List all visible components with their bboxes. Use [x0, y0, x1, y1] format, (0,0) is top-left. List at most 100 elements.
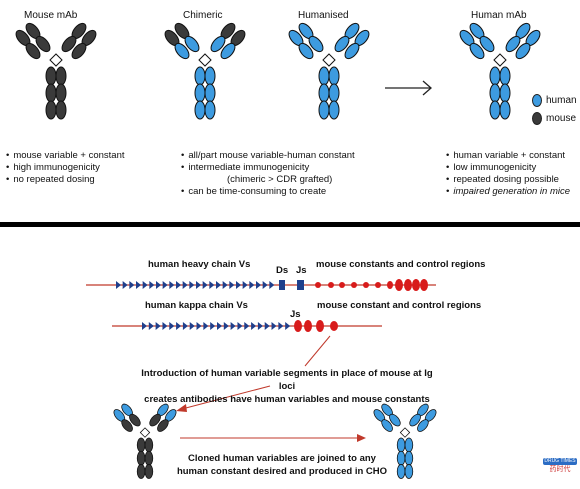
d-segment	[279, 280, 285, 290]
constant-region	[330, 321, 338, 331]
v-segment	[136, 281, 141, 289]
fc-domain	[136, 450, 146, 466]
v-segment	[223, 322, 229, 330]
fc-domain	[55, 100, 67, 120]
list-item: impaired generation in mice	[446, 186, 570, 198]
v-segment	[182, 281, 188, 289]
list-item: repeated dosing possible	[446, 174, 570, 186]
v-segment	[182, 322, 188, 330]
heavy-chain-constant	[505, 35, 521, 53]
v-segment	[222, 281, 228, 289]
list-item-sub: (chimeric > CDR grafted)	[227, 174, 333, 185]
light-chain-constant	[344, 42, 360, 60]
heavy-chain-constant	[61, 35, 77, 53]
antibody-hybrid-icon	[113, 403, 177, 479]
title-chimeric: Chimeric	[183, 10, 223, 21]
heavy-chain-constant	[184, 35, 200, 53]
fc-domain	[396, 464, 406, 479]
v-segment	[189, 322, 195, 330]
list-item: mouse variable + constant	[6, 150, 124, 162]
cloned-caption: Cloned human variables are joined to any…	[172, 452, 392, 478]
v-segment	[142, 281, 148, 289]
constant-region	[404, 279, 412, 291]
heavy-chain-label: human heavy chain Vs	[148, 259, 251, 270]
hinge	[198, 53, 212, 67]
heavy-chain-constant	[308, 35, 324, 53]
fc-domain	[328, 100, 340, 120]
fc-domain	[404, 450, 414, 466]
light-chain-constant	[417, 419, 429, 432]
logo-bar: DRUG TIMES	[543, 458, 577, 465]
hinge	[322, 53, 336, 67]
v-segment	[230, 322, 236, 330]
v-segment	[217, 322, 222, 330]
constant-region	[294, 320, 302, 332]
light-chain-constant	[515, 42, 531, 60]
heavy-chain-constant	[149, 413, 161, 427]
v-segment	[264, 322, 270, 330]
list-item: low immunogenicity	[446, 162, 570, 174]
right-arrow-icon	[385, 80, 432, 96]
antibody-mouse-icon	[15, 22, 97, 120]
heavy-chain-constant	[334, 35, 350, 53]
drug-times-logo: DRUG TIMES 药时代	[543, 458, 577, 484]
light-chain-constant	[298, 42, 314, 60]
v-segment	[156, 281, 161, 289]
constant-region	[328, 282, 334, 288]
v-segment	[229, 281, 235, 289]
antibody-chimeric-icon	[164, 22, 246, 120]
antibody-humanised-icon	[288, 22, 370, 120]
fc-domain	[396, 450, 406, 466]
ds-label: Ds	[276, 265, 289, 276]
heavy-constant-label: mouse constants and control regions	[316, 259, 486, 270]
constant-region	[316, 320, 324, 332]
v-segment	[249, 281, 255, 289]
constant-region	[339, 282, 345, 288]
kappa-chain-label: human kappa chain Vs	[145, 300, 248, 311]
heavy-chain-locus	[86, 279, 436, 291]
constant-region	[375, 282, 381, 288]
constant-region	[363, 282, 369, 288]
heavy-chain-constant	[129, 413, 141, 427]
js-label: Js	[296, 265, 307, 276]
fc-domain	[396, 437, 406, 453]
cloned-line-1: Cloned human variables are joined to any	[188, 453, 376, 464]
light-chain-constant	[121, 419, 133, 432]
title-humanised: Humanised	[298, 10, 349, 21]
v-segment	[196, 322, 202, 330]
light-chain-constant	[469, 42, 485, 60]
v-segment	[176, 322, 182, 330]
antibody-human-icon	[459, 22, 541, 120]
v-segment	[129, 281, 135, 289]
legend-mouse-label: mouse	[546, 113, 577, 124]
heavy-chain-constant	[409, 413, 421, 427]
v-segment	[262, 281, 268, 289]
v-segment	[242, 281, 248, 289]
constant-region	[412, 279, 420, 291]
fc-domain	[144, 450, 154, 466]
constant-region	[304, 320, 312, 332]
human-bullets: human variable + constant low immunogeni…	[446, 150, 570, 198]
constant-region	[395, 279, 403, 291]
hinge	[493, 53, 507, 67]
chimeric-bullets: all/part mouse variable-human constant i…	[181, 150, 354, 198]
constant-region	[351, 282, 357, 288]
v-segment	[122, 281, 128, 289]
title-human-mab: Human mAb	[471, 10, 527, 21]
cloned-line-2: human constant desired and produced in C…	[176, 466, 388, 477]
list-item: no repeated dosing	[6, 174, 125, 186]
logo-text: 药时代	[549, 466, 571, 473]
heavy-chain-constant	[35, 35, 51, 53]
v-segment	[216, 281, 221, 289]
v-segment	[236, 281, 241, 289]
v-segment	[169, 281, 175, 289]
legend-human-label: human	[546, 95, 577, 106]
heavy-chain-constant	[210, 35, 226, 53]
light-chain-constant	[71, 42, 87, 60]
v-segment	[256, 281, 261, 289]
v-segment	[176, 281, 181, 289]
hinge	[399, 427, 411, 438]
heavy-chain-constant	[479, 35, 495, 53]
light-chain-constant	[157, 419, 169, 432]
